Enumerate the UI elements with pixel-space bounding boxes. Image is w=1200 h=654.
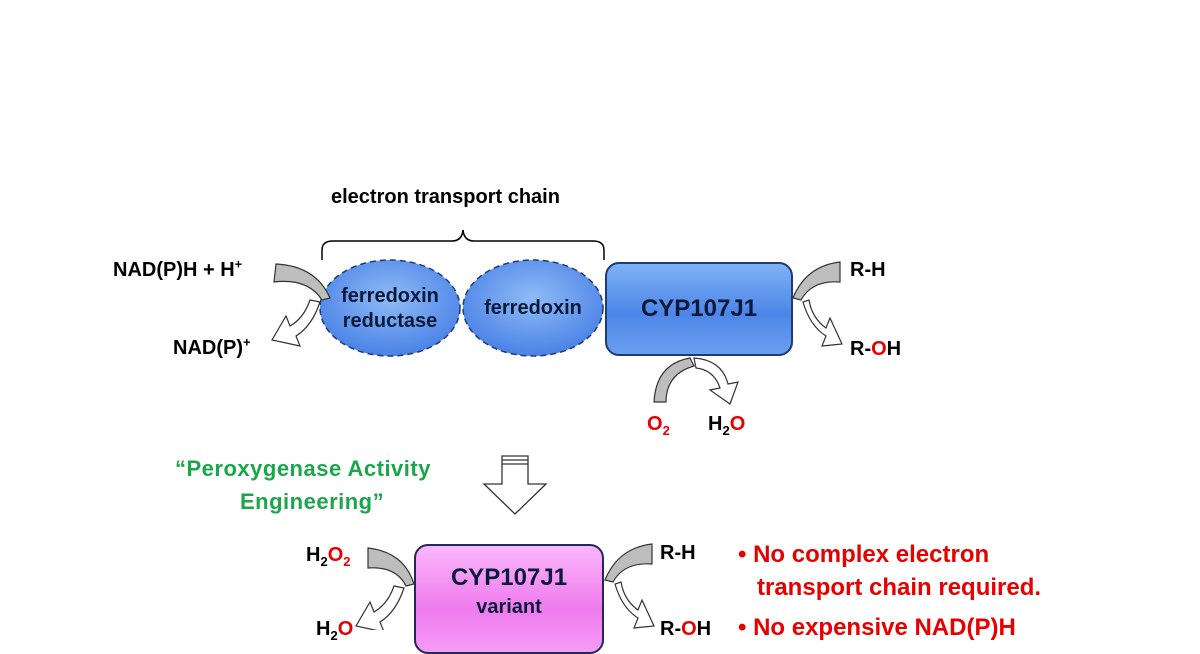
h2o2-curved-arrow (367, 547, 415, 587)
ferredoxin-ellipse (462, 259, 604, 357)
electron-transport-chain-label: electron transport chain (331, 186, 560, 208)
nadph-curved-arrow (273, 263, 331, 301)
roh-arrowhead (802, 299, 843, 347)
bottom-rh-curved-arrow (604, 543, 653, 583)
variant-name-label: CYP107J1 (450, 564, 568, 591)
diagram-canvas (271, 229, 843, 630)
rh-curved-arrow (792, 261, 841, 301)
engineering-label-line1: “Peroxygenase Activity (175, 456, 431, 481)
cyp107j1-label: CYP107J1 (640, 295, 758, 322)
rh-label: R-H (850, 259, 886, 281)
bottom-rh-label: R-H (660, 542, 696, 564)
engineering-label-line2: Engineering” (240, 489, 385, 514)
nadp-arrowhead (271, 299, 321, 347)
o2-curved-arrow (653, 357, 695, 403)
roh-label: R-OH (850, 338, 902, 360)
bullet-2-line1: • No expensive NAD(P)H (738, 614, 1016, 641)
variant-sub-label: variant (476, 596, 542, 618)
bullet-1-line2: transport chain required. (757, 574, 1042, 601)
h2o-arrowhead (693, 357, 739, 405)
curly-brace (321, 229, 605, 260)
nadph-label: NAD(P)H + H+ (113, 256, 243, 281)
cyp107j1-box: CYP107J1 (605, 262, 793, 356)
ferredoxin-reductase-label: ferredoxin reductase (341, 285, 439, 332)
ferredoxin-reductase-ellipse (319, 259, 461, 357)
o2-label: O2 (647, 413, 670, 438)
nadp-label: NAD(P)+ (173, 334, 251, 359)
h2o-label: H2O (708, 413, 746, 438)
h2o2-label: H2O2 (306, 544, 351, 569)
cyp107j1-variant-box: CYP107J1 variant (414, 544, 604, 654)
bullet-1-line1: • No complex electron (738, 541, 990, 568)
ferredoxin-label: ferredoxin (484, 297, 582, 319)
bottom-h2o-arrowhead (355, 585, 405, 630)
engineering-down-arrow (482, 455, 548, 515)
bottom-roh-arrowhead (614, 581, 655, 629)
